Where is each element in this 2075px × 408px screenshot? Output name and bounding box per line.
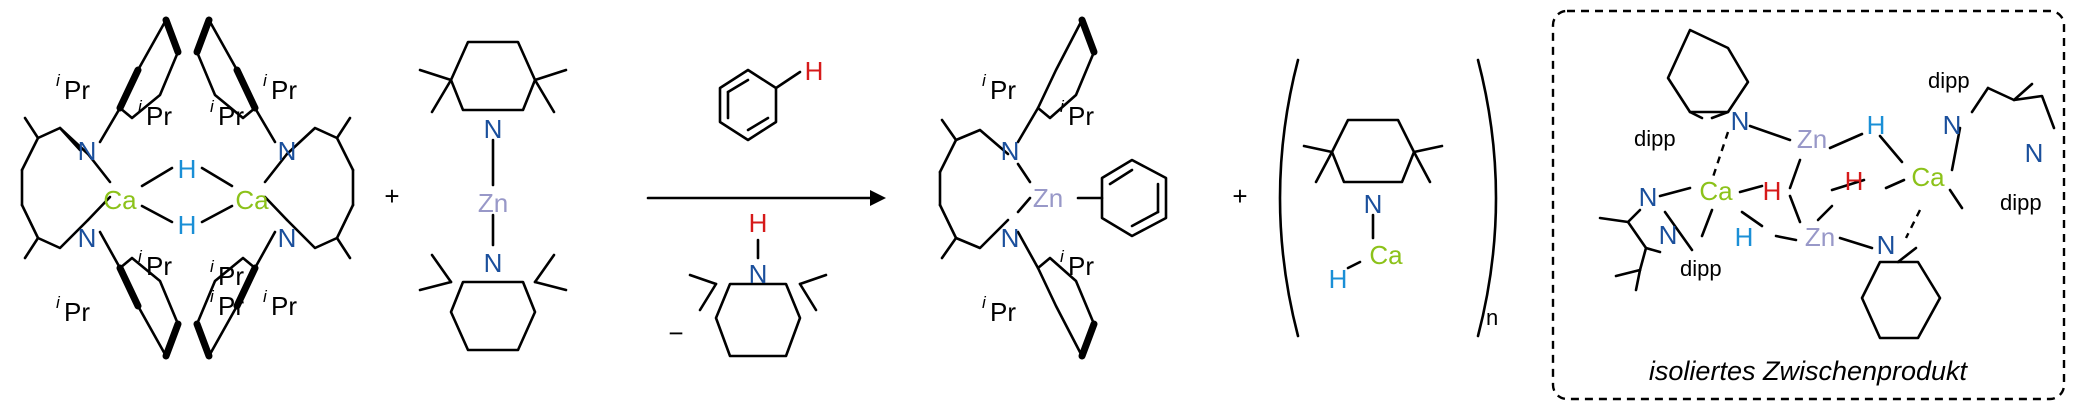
atom-N: N [78, 223, 97, 253]
atom-N: N [1639, 182, 1658, 212]
ipr-text: Pr [218, 101, 244, 131]
ipr-text: Pr [64, 297, 90, 327]
subscript-n: n [1486, 305, 1498, 330]
atom-N: N [1659, 220, 1678, 250]
ipr-text: i [263, 287, 268, 306]
atom-Ca: Ca [1699, 176, 1733, 206]
ipr-text: i [138, 247, 143, 266]
atom-Ca: Ca [103, 185, 137, 215]
zinc-bis-tmp: N Zn N [418, 40, 568, 352]
atom-N: N [1877, 230, 1896, 260]
atom-N: N [1731, 106, 1750, 136]
ipr-text: Pr [271, 75, 297, 105]
atom-Ca: Ca [1369, 240, 1403, 270]
atom-Ca: Ca [1911, 162, 1945, 192]
caption: isoliertes Zwischenprodukt [1649, 356, 1969, 386]
plus-sign: + [384, 181, 399, 211]
atom-H: H [1329, 264, 1348, 294]
ipr-text: Pr [990, 75, 1016, 105]
ipr-text: i [210, 97, 215, 116]
atom-N: N [78, 136, 97, 166]
ipr-text: i [982, 71, 987, 90]
atom-N: N [2025, 138, 2044, 168]
dipp-label: dipp [2000, 190, 2042, 215]
ipr-text: i [982, 293, 987, 312]
ipr-text: i [263, 71, 268, 90]
atom-H: H [1845, 166, 1864, 196]
ipr-text: i [138, 97, 143, 116]
dipp-label: dipp [1634, 126, 1676, 151]
atom-N: N [484, 114, 503, 144]
tmp-calcium-hydride-polymer: N Ca H n [1278, 58, 1498, 338]
dipp-label: dipp [1680, 256, 1722, 281]
ipr-text: Pr [218, 261, 244, 291]
ipr-text: i [1060, 97, 1065, 116]
ipr-text: Pr [1068, 251, 1094, 281]
reaction-arrow [646, 190, 886, 206]
atom-N: N [1364, 189, 1383, 219]
atom-Zn: Zn [478, 188, 508, 218]
ipr-text: Pr [990, 297, 1016, 327]
atom-N: N [278, 136, 297, 166]
ipr-text: i [210, 287, 215, 306]
plus-sign: + [1232, 181, 1247, 211]
ipr-text: i [56, 293, 61, 312]
ipr-text: Pr [1068, 101, 1094, 131]
ipr-text: i [56, 71, 61, 90]
atom-Zn: Zn [1805, 222, 1835, 252]
atom-N: N [749, 259, 768, 289]
ipr-text: i [1060, 247, 1065, 266]
atom-N: N [1943, 110, 1962, 140]
benzene-reagent: H [718, 56, 824, 142]
ipr-text: Pr [146, 251, 172, 281]
atom-H: H [178, 210, 197, 240]
minus-sign: − [668, 318, 683, 348]
atom-N: N [1001, 136, 1020, 166]
atom-H: H [178, 154, 197, 184]
isolated-intermediate-box: N Zn H N N Ca H H Ca N N H Zn N dipp dip… [1551, 9, 2066, 401]
atom-H: H [749, 208, 768, 238]
dipp-label: dipp [1928, 68, 1970, 93]
atom-N: N [1001, 223, 1020, 253]
atom-Zn: Zn [1797, 124, 1827, 154]
atom-Ca: Ca [235, 185, 269, 215]
ipr-text: i [210, 257, 215, 276]
atom-N: N [278, 223, 297, 253]
ipr-text: Pr [218, 291, 244, 321]
atom-H: H [1867, 110, 1886, 140]
atom-H: H [1735, 222, 1754, 252]
atom-N: N [484, 248, 503, 278]
tmp-h-byproduct: N H − [668, 208, 828, 358]
atom-H: H [805, 56, 824, 86]
ipr-text: Pr [64, 75, 90, 105]
ipr-text: Pr [146, 101, 172, 131]
atom-H: H [1763, 176, 1782, 206]
atom-Zn: Zn [1033, 183, 1063, 213]
ipr-text: Pr [271, 291, 297, 321]
